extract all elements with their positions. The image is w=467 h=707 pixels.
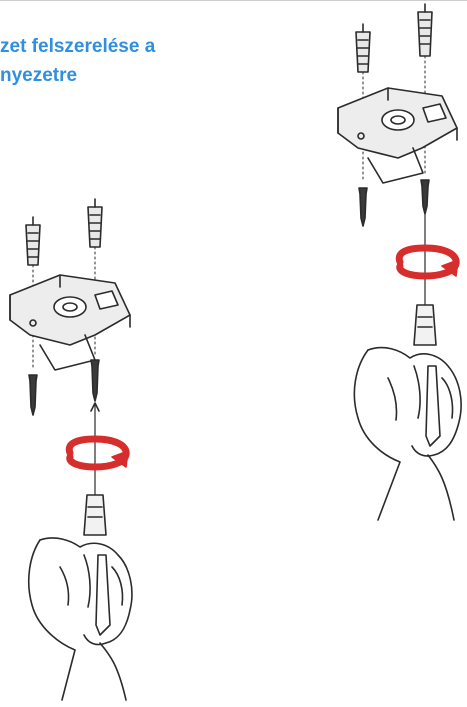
screw-icon bbox=[91, 360, 99, 401]
wall-plug-icon bbox=[26, 217, 40, 265]
wall-plug-icon bbox=[418, 4, 432, 56]
screw-icon bbox=[359, 188, 367, 226]
screw-icon bbox=[421, 180, 429, 214]
heading-line-2: nyezetre bbox=[0, 61, 230, 90]
mounting-bracket-icon bbox=[10, 275, 130, 370]
wall-plug-icon bbox=[88, 199, 102, 247]
hand-with-screwdriver-icon bbox=[29, 495, 132, 700]
rotation-arrow-icon bbox=[399, 248, 458, 276]
mounting-bracket-icon bbox=[338, 88, 457, 183]
wall-plug-icon bbox=[356, 24, 370, 72]
screw-icon bbox=[29, 375, 37, 415]
hand-with-screwdriver-icon bbox=[354, 305, 461, 520]
installation-figure-left bbox=[0, 195, 160, 705]
installation-figure-right bbox=[320, 0, 467, 530]
rotation-arrow-icon bbox=[69, 439, 128, 467]
page-heading: zet felszerelése a nyezetre bbox=[0, 32, 230, 90]
heading-line-1: zet felszerelése a bbox=[0, 32, 230, 61]
